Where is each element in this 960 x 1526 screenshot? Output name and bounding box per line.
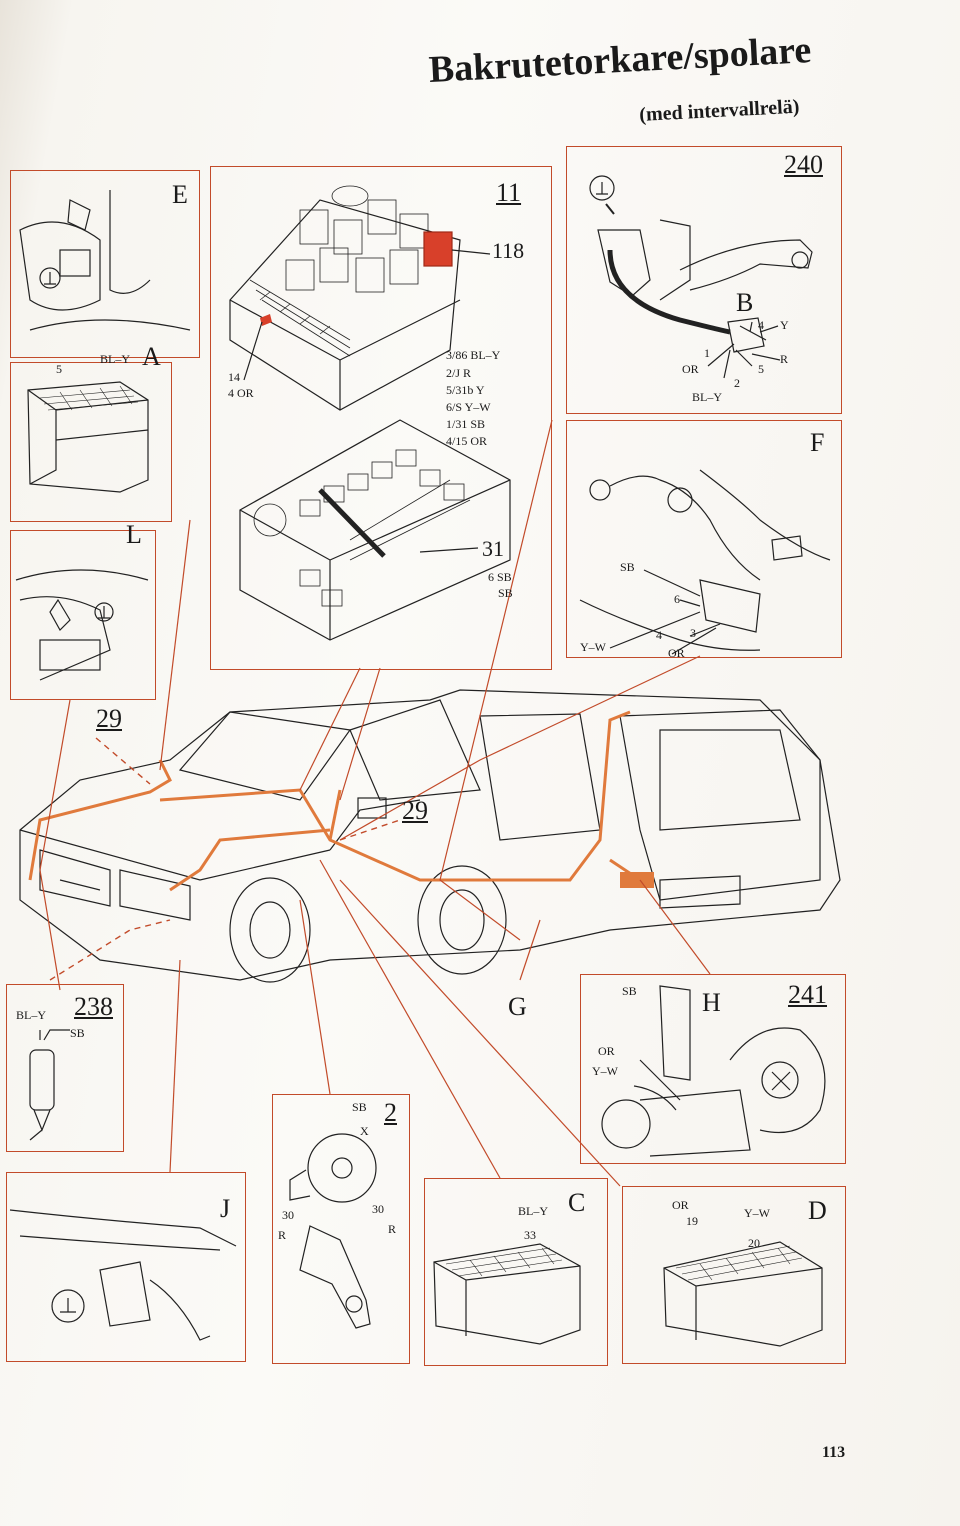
dashed-leaders [49, 737, 401, 981]
panel-f-letter: F [810, 428, 825, 457]
panel-c-letter: C [568, 1188, 586, 1217]
panel-f-label-2: Y–W [580, 640, 606, 654]
switch-pin-6: 2 [734, 376, 740, 390]
panel-a [10, 362, 172, 522]
fuse-lower-pin-0: 6 SB [488, 570, 512, 584]
pump-ref: 238 [74, 992, 113, 1021]
page-number: 113 [822, 1444, 846, 1461]
car-letter-g: G [508, 992, 527, 1021]
wiring-harness [28, 710, 641, 892]
stalk-label-0: SB [352, 1100, 367, 1114]
stalk-label-1: X [360, 1124, 369, 1138]
panel-c-connector [433, 1243, 581, 1345]
panel-f-label-4: 3 [690, 626, 696, 640]
fuse-right-pin-4: 1/31 SB [446, 417, 486, 431]
panel-f-label-3: 4 [656, 628, 662, 642]
panel-l-letter: L [126, 520, 142, 549]
fuse-right-pin-3: 6/S Y–W [446, 400, 491, 414]
switch-pin-4: 5 [758, 362, 764, 376]
panel-motor [580, 974, 846, 1164]
panel-d-letter: D [808, 1196, 827, 1225]
panel-f-label-5: OR [668, 646, 685, 660]
switch-pin-3: OR [682, 362, 699, 376]
panel-j-letter: J [220, 1194, 231, 1223]
panel-c [424, 1178, 608, 1366]
car-ref-29-b: 29 [402, 796, 428, 825]
panel-f-label-0: SB [620, 560, 635, 574]
fusebox-lower-ref: 31 [482, 536, 504, 561]
panel-f-label-1: 6 [674, 592, 680, 606]
panel-a-letter: A [142, 342, 161, 371]
panel-d-label-0: OR [672, 1198, 689, 1212]
pump-label-1: SB [70, 1026, 85, 1040]
switch-pin-1: Y [780, 318, 789, 332]
leader-lines [39, 419, 711, 1187]
switch-pin-0: 4 [758, 318, 764, 332]
panel-l [10, 530, 156, 700]
panel-j [6, 1172, 246, 1362]
relay-ref: 118 [492, 238, 525, 263]
stalk-label-2: 30 [282, 1208, 294, 1222]
stalk-label-3: R [278, 1228, 287, 1242]
panel-d-label-1: 19 [686, 1214, 698, 1228]
car-ref-29-a: 29 [96, 704, 122, 733]
switch-letter: B [736, 288, 754, 317]
pump-label-0: BL–Y [16, 1008, 46, 1022]
fuse-right-pin-1: 2/J R [446, 366, 472, 380]
panel-f-drawing [579, 469, 831, 655]
motor-ref: 241 [788, 980, 827, 1009]
panel-e-drawing [19, 190, 191, 331]
panel-e-letter: E [172, 180, 188, 209]
panel-e [10, 170, 200, 358]
stalk-ref: 2 [384, 1098, 397, 1127]
fuse-right-pin-0: 3/86 BL–Y [446, 348, 501, 362]
switch-pin-7: BL–Y [692, 390, 722, 404]
stalk-label-4: 30 [372, 1202, 384, 1216]
fuse-right-pin-5: 4/15 OR [446, 434, 488, 448]
panel-c-label-0: BL–Y [518, 1204, 548, 1218]
panel-f [566, 420, 842, 658]
fusebox-drawing [229, 185, 511, 641]
fuse-left-pin-0: 14 [228, 370, 240, 384]
switch-drawing [589, 175, 813, 379]
switch-ref: 240 [784, 150, 823, 179]
wiper-motor-marker [620, 872, 654, 888]
motor-drawing [601, 985, 826, 1157]
pump-drawing [29, 1029, 70, 1141]
switch-pin-5: R [780, 352, 789, 366]
motor-label-2: Y–W [592, 1064, 618, 1078]
stalk-drawing [289, 1133, 377, 1329]
panel-d-label-2: Y–W [744, 1206, 770, 1220]
stalk-label-5: R [388, 1222, 397, 1236]
panel-a-wire-num: 5 [56, 362, 62, 376]
panel-switch [566, 146, 842, 414]
fuse-left-pin-1: 4 OR [228, 386, 254, 400]
fuse-right-pin-2: 5/31b Y [446, 383, 485, 397]
motor-letter: H [702, 988, 721, 1017]
panel-fusebox [210, 166, 552, 670]
panel-j-drawing [9, 1209, 237, 1341]
panel-d-label-3: 20 [748, 1236, 760, 1250]
car-drawing [19, 689, 841, 983]
motor-label-0: SB [622, 984, 637, 998]
panel-d [622, 1186, 846, 1364]
panel-stalk [272, 1094, 410, 1364]
panel-a-wire-color: BL–Y [100, 352, 130, 366]
panel-pump [6, 984, 124, 1152]
fusebox-ref: 11 [496, 178, 522, 207]
switch-pin-2: 1 [704, 346, 710, 360]
motor-label-1: OR [598, 1044, 615, 1058]
panel-c-label-1: 33 [524, 1228, 536, 1242]
panel-l-drawing [15, 569, 149, 681]
panel-d-connector [663, 1241, 823, 1347]
fuse-lower-pin-1: SB [498, 586, 513, 600]
panel-a-connector [27, 381, 149, 493]
